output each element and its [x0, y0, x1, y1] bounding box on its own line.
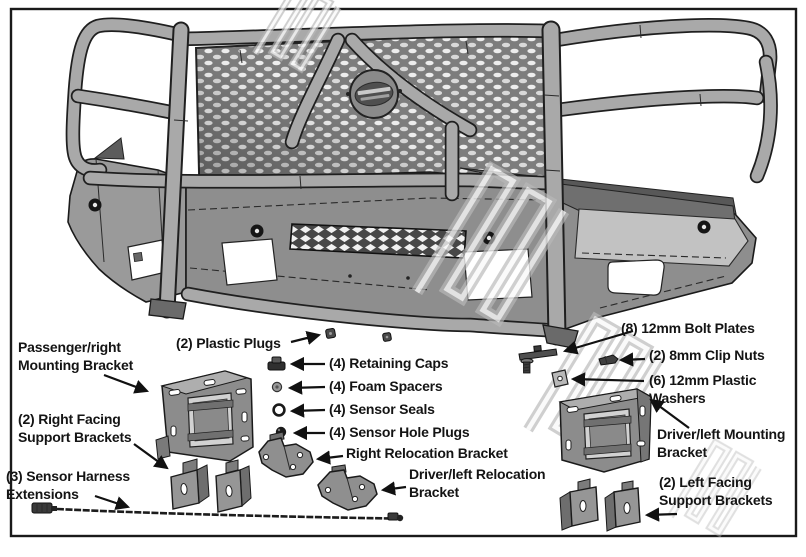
- right-facing-support-brackets-drawing: [170, 458, 252, 513]
- label-plastic-plugs: (2) Plastic Plugs: [176, 335, 281, 351]
- passenger-mounting-bracket-drawing: [155, 370, 254, 462]
- plastic-washer-drawing: [551, 369, 569, 388]
- punch-plate-mesh: [194, 29, 550, 215]
- arrow-right-facing-support: [133, 443, 169, 470]
- guard-gusset: [93, 137, 125, 160]
- sensor-harness-cable-drawing: [31, 502, 404, 522]
- diagram-frame: [9, 7, 798, 538]
- plastic-plugs-drawing: [325, 328, 392, 342]
- fog-light-cutout: [607, 259, 665, 296]
- label-plastic-washers: (6) 12mm Plastic Washers: [649, 372, 757, 406]
- label-bolt-plates: (8) 12mm Bolt Plates: [621, 320, 755, 336]
- arrow-plastic-washers: [570, 372, 645, 387]
- pointer-arrows: [94, 329, 690, 522]
- guard-foot: [542, 324, 579, 349]
- brand-logo-badge: [346, 69, 402, 119]
- guard-tubes: [65, 17, 778, 349]
- tow-hook-hole: [133, 252, 143, 262]
- arrow-bolt-plates: [562, 329, 634, 355]
- driver-mounting-bracket-drawing: [558, 388, 652, 473]
- center-cutout: [221, 238, 278, 286]
- arrow-passenger-mounting: [103, 373, 150, 394]
- retaining-cap-drawing: [267, 356, 286, 371]
- arrow-sensor-harness: [94, 494, 131, 510]
- label-right-facing-support: (2) Right Facing Support Brackets: [18, 411, 132, 445]
- label-passenger-mounting-bracket: Passenger/right Mounting Bracket: [18, 339, 134, 373]
- label-left-facing-support: (2) Left Facing Support Brackets: [659, 474, 773, 508]
- label-sensor-harness: (3) Sensor Harness Extensions: [6, 468, 131, 502]
- grille-guard-illustration: [65, 17, 778, 349]
- sensor-seal-drawing: [272, 403, 286, 417]
- kit-parts: [31, 328, 652, 532]
- arrow-plastic-plugs: [290, 331, 322, 345]
- label-sensor-hole-plugs: (4) Sensor Hole Plugs: [329, 424, 470, 440]
- arrow-right-relocation: [315, 450, 344, 465]
- guard-foot: [148, 298, 187, 320]
- sensor-holes: [88, 198, 711, 245]
- bolt-plate-drawing: [518, 345, 558, 374]
- foam-spacer-drawing: [271, 381, 283, 393]
- label-clip-nuts: (2) 8mm Clip Nuts: [649, 347, 765, 363]
- arrow-driver-mounting: [649, 398, 690, 429]
- label-right-relocation: Right Relocation Bracket: [346, 445, 508, 461]
- left-facing-support-brackets-drawing: [559, 478, 641, 532]
- right-relocation-bracket-drawing: [258, 431, 314, 478]
- arrow-left-facing-support: [644, 507, 678, 522]
- clip-nut-drawing: [598, 354, 619, 366]
- arrow-sensor-seals: [289, 403, 326, 418]
- label-foam-spacers: (4) Foam Spacers: [329, 378, 443, 394]
- driver-relocation-bracket-drawing: [317, 464, 378, 511]
- label-sensor-seals: (4) Sensor Seals: [329, 401, 435, 417]
- arrow-foam-spacers: [287, 380, 326, 395]
- arrow-clip-nuts: [618, 352, 646, 367]
- label-retaining-caps: (4) Retaining Caps: [329, 355, 449, 371]
- label-driver-relocation: Driver/left Relocation Bracket: [409, 466, 546, 500]
- label-driver-mounting-bracket: Driver/left Mounting Bracket: [657, 426, 786, 460]
- arrow-driver-relocation: [380, 481, 407, 496]
